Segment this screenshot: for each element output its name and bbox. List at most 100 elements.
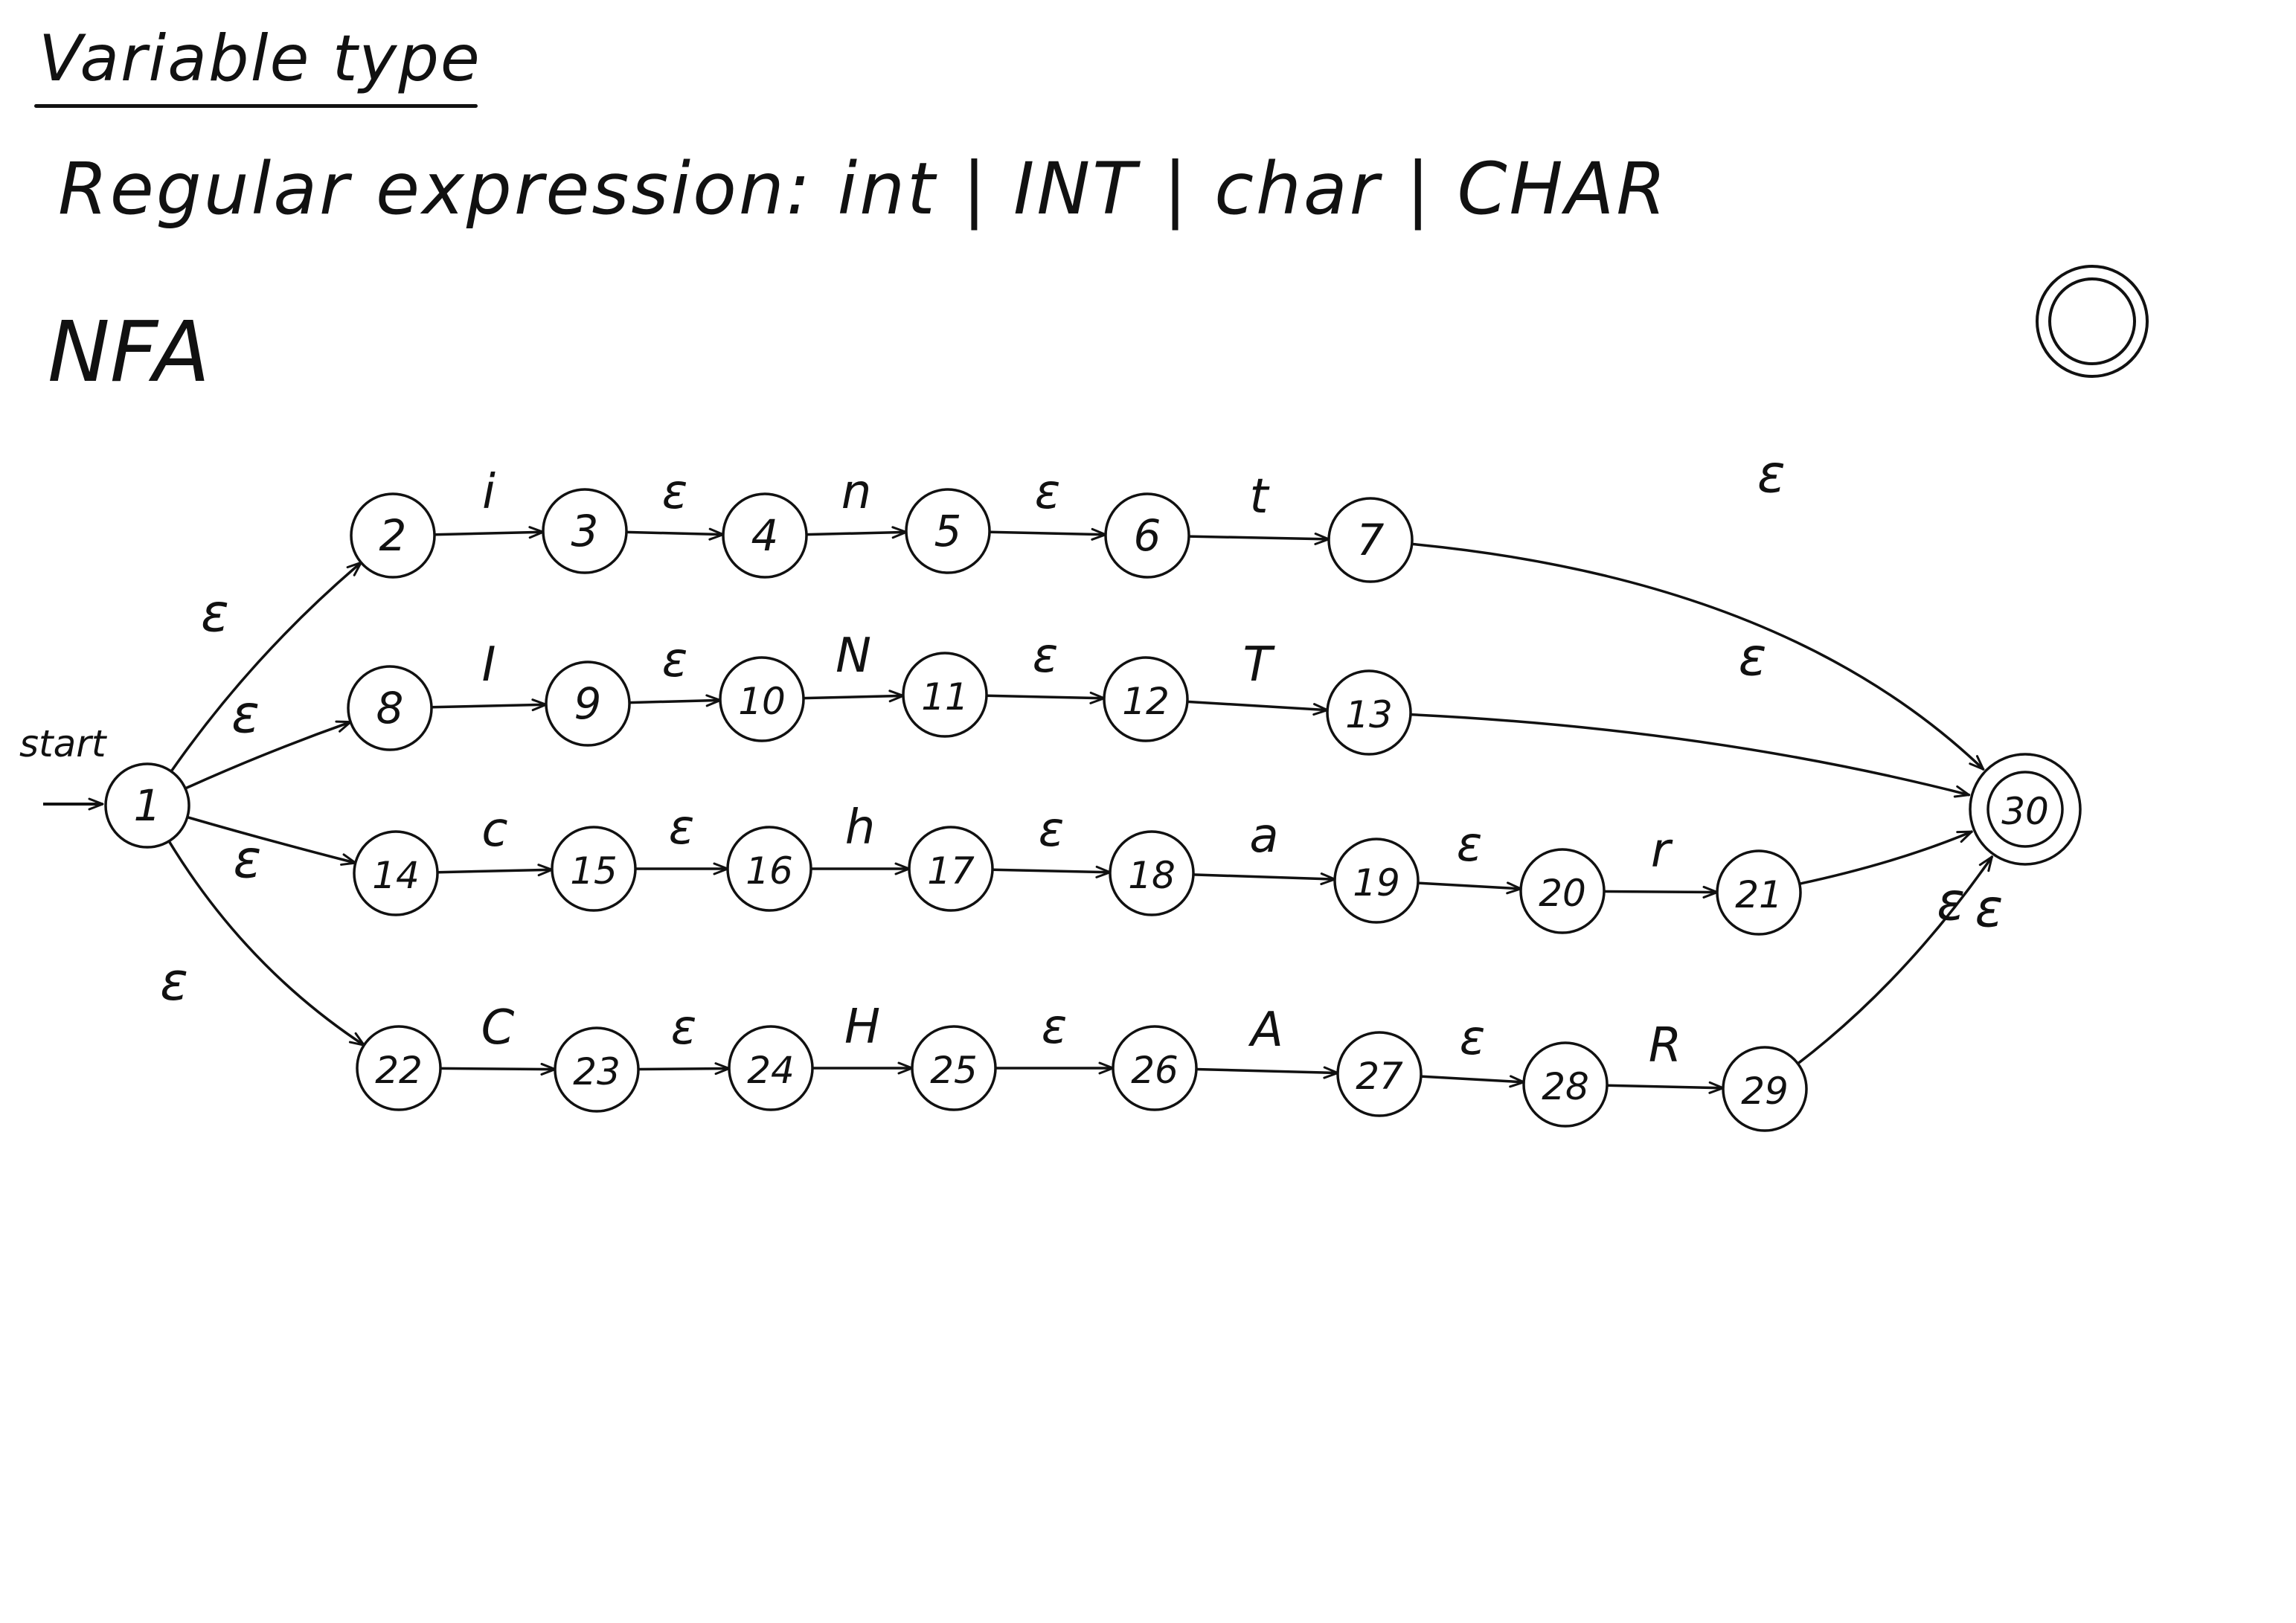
state-circle <box>356 1025 442 1111</box>
state-number: 12 <box>1122 680 1170 723</box>
state-number: 10 <box>738 680 786 723</box>
transition-arrow <box>1796 855 1994 1065</box>
transition-label: ε <box>1975 878 2004 939</box>
state-node: 6 <box>1104 492 1190 579</box>
state-circle <box>1722 1046 1808 1132</box>
accepting-state-inner-circle <box>1986 771 2064 848</box>
state-circle <box>350 492 436 579</box>
transition-arrow <box>186 815 357 866</box>
transition-arrow <box>988 527 1107 541</box>
transition-arrow <box>1798 830 1973 885</box>
state-number: 18 <box>1128 854 1176 897</box>
state-circle <box>1716 849 1802 936</box>
transition-arrow <box>170 561 363 773</box>
transition-label: ε <box>1033 629 1059 684</box>
transition-arrow <box>1603 885 1719 899</box>
transition-label: t <box>1249 469 1270 524</box>
state-circle <box>1519 848 1606 934</box>
state-node: 2 <box>350 492 436 579</box>
state-number: 8 <box>376 683 404 733</box>
state-circle <box>911 1025 997 1111</box>
transition-arrow <box>805 526 908 539</box>
state-node: 22 <box>356 1025 442 1111</box>
state-circle <box>728 1025 814 1111</box>
state-number: 3 <box>571 506 599 556</box>
state-number: 11 <box>921 675 969 719</box>
transition-arrow <box>1606 1081 1725 1094</box>
accepting-state-symbol-inner <box>2048 277 2136 365</box>
state-circle <box>1327 497 1414 583</box>
state-node: 11 <box>902 652 988 738</box>
transition-label: ε <box>231 684 260 745</box>
title-underline <box>34 104 478 108</box>
state-circle <box>1969 753 2082 866</box>
state-number: 27 <box>1356 1055 1403 1098</box>
state-number: 17 <box>927 849 975 893</box>
transition-arrow <box>430 698 548 712</box>
transition-label: ε <box>233 829 261 890</box>
start-label: start <box>19 722 108 765</box>
regular-expression: Regular expression: int | INT | char | C… <box>58 147 1669 231</box>
state-number: 22 <box>375 1049 423 1092</box>
state-node: 21 <box>1716 849 1802 936</box>
state-node: 30 <box>1969 753 2082 866</box>
state-circle <box>719 656 805 742</box>
transition-arrow <box>439 1062 557 1076</box>
transition-label: N <box>836 629 871 684</box>
transition-label: h <box>845 800 876 855</box>
state-circle <box>1336 1031 1423 1117</box>
transition-label: ε <box>1035 465 1061 520</box>
state-node: 15 <box>551 826 637 912</box>
state-number: 19 <box>1353 861 1400 904</box>
transition-arrow <box>167 840 366 1047</box>
state-circle <box>902 652 988 738</box>
state-circle <box>1333 838 1420 924</box>
transition-arrow <box>802 690 905 703</box>
transition-arrow <box>1186 700 1329 716</box>
transition-arrow <box>628 694 722 707</box>
transition-arrow <box>1187 533 1330 546</box>
transition-arrow <box>1192 872 1336 886</box>
state-number: 26 <box>1131 1049 1179 1092</box>
state-node: 10 <box>719 656 805 742</box>
state-number: 2 <box>379 510 407 561</box>
state-node: 17 <box>908 826 994 912</box>
transition-arrow <box>1409 713 1971 798</box>
transition-label: A <box>1248 1003 1283 1058</box>
state-circle <box>1109 830 1195 916</box>
accepting-state-legend <box>2036 265 2149 378</box>
transition-arrow <box>991 865 1112 878</box>
state-number: 25 <box>930 1049 978 1092</box>
state-node: 9 <box>545 661 631 747</box>
state-number: 5 <box>934 506 962 556</box>
transition-label: I <box>482 637 496 692</box>
state-number: 9 <box>574 678 602 729</box>
state-circle <box>347 665 433 751</box>
transition-arrow <box>625 527 725 541</box>
state-circle <box>554 1026 640 1113</box>
transition-label: ε <box>1039 803 1065 858</box>
state-node: 29 <box>1722 1046 1808 1132</box>
transition-label: ε <box>669 800 695 855</box>
state-number: 13 <box>1345 693 1393 736</box>
state-number: 20 <box>1539 872 1586 915</box>
page-title: Variable type <box>39 22 481 96</box>
state-number: 28 <box>1542 1065 1589 1108</box>
state-node: 1 <box>104 762 190 849</box>
state-circle <box>1326 669 1412 756</box>
state-circle <box>1522 1041 1609 1128</box>
state-circle <box>1112 1025 1198 1111</box>
state-circle <box>104 762 190 849</box>
state-number: 23 <box>573 1050 621 1093</box>
state-node: 26 <box>1112 1025 1198 1111</box>
state-number: 29 <box>1741 1070 1789 1113</box>
state-node: 5 <box>905 488 991 574</box>
state-node: 19 <box>1333 838 1420 924</box>
state-node: 18 <box>1109 830 1195 916</box>
state-node: 7 <box>1327 497 1414 583</box>
state-number: 4 <box>751 510 779 561</box>
transition-label: ε <box>1757 443 1786 504</box>
state-number: 24 <box>747 1049 795 1092</box>
transition-arrow <box>184 720 352 790</box>
transition-label: ε <box>160 951 188 1012</box>
